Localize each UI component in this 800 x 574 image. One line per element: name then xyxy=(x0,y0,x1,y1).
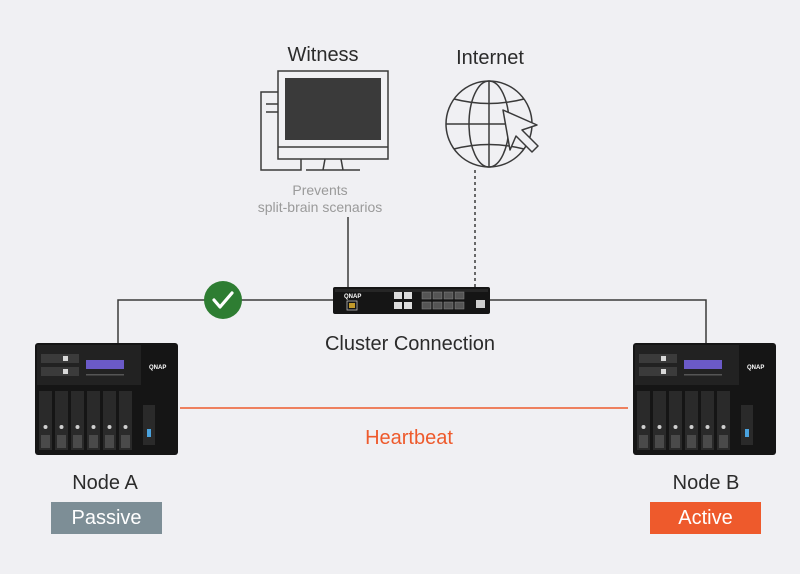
node-b-to-switch-line xyxy=(490,299,707,343)
node-a-to-switch-line xyxy=(117,299,333,343)
switch-brand-logo: QNAP xyxy=(344,294,361,300)
nas-device-icon: QNAP xyxy=(633,343,776,455)
checkmark-icon xyxy=(204,281,242,319)
connection-lines xyxy=(117,170,707,343)
nas-device-icon: QNAP xyxy=(35,343,178,455)
witness-title: Witness xyxy=(287,44,359,66)
heartbeat-label: Heartbeat xyxy=(365,427,453,449)
globe-cursor-icon xyxy=(445,80,539,168)
witness-description-line2: split-brain scenarios xyxy=(257,199,383,215)
status-badge-passive: Passive xyxy=(51,502,162,534)
desktop-computer-icon xyxy=(260,70,389,171)
status-badge-active: Active xyxy=(650,502,761,534)
node-b-title: Node B xyxy=(672,472,740,494)
nas-brand-logo: QNAP xyxy=(747,365,764,371)
cluster-connection-label: Cluster Connection xyxy=(324,333,496,355)
nas-brand-logo: QNAP xyxy=(149,365,166,371)
internet-title: Internet xyxy=(456,47,524,69)
network-switch-icon: QNAP xyxy=(333,287,490,314)
witness-description: Prevents split-brain scenarios xyxy=(258,182,383,216)
node-a-title: Node A xyxy=(72,472,138,494)
witness-description-line1: Prevents xyxy=(292,182,348,198)
